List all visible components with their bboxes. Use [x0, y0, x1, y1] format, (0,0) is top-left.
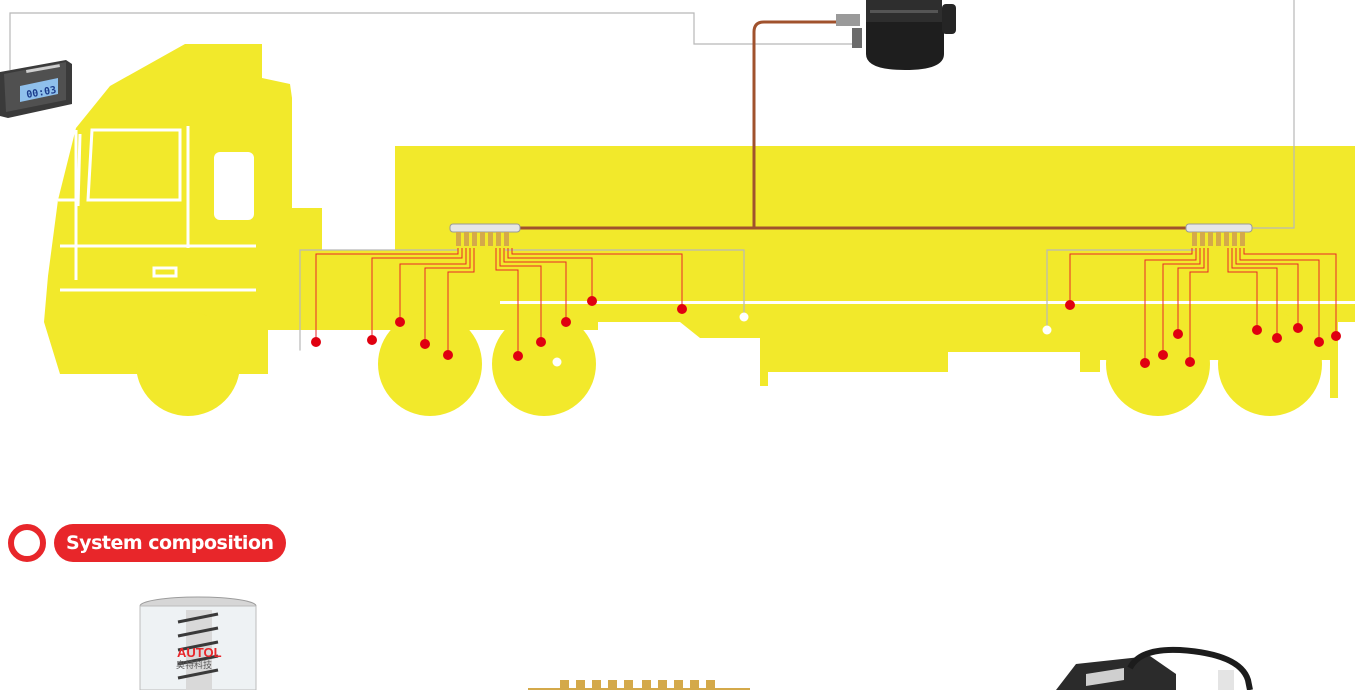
lube-point	[1293, 323, 1303, 333]
controller-display-icon: 00:03	[0, 60, 72, 118]
lube-point	[311, 337, 321, 347]
lube-point	[1173, 329, 1183, 339]
lube-point	[1065, 300, 1075, 310]
trailer-stripe	[500, 301, 1355, 304]
grease-pump-icon	[836, 0, 956, 70]
lube-point	[1185, 357, 1195, 367]
lube-point	[1140, 358, 1150, 368]
reservoir-brand: AUTOL	[177, 645, 222, 660]
section-title: System composition	[54, 524, 286, 562]
truck-silhouette	[44, 44, 1355, 416]
section-ring-icon	[8, 524, 46, 562]
lube-point	[443, 350, 453, 360]
lube-point	[420, 339, 430, 349]
lube-point	[677, 304, 687, 314]
section-header: System composition	[8, 524, 286, 562]
lube-point	[536, 337, 546, 347]
lube-point	[587, 296, 597, 306]
rear-distributor	[1186, 224, 1252, 246]
distributor-block-icon	[528, 680, 750, 690]
lube-point	[1158, 350, 1168, 360]
lube-point	[1272, 333, 1282, 343]
reservoir-brand-cn: 奥特科技	[176, 659, 212, 670]
lube-point	[367, 335, 377, 345]
lube-point	[1331, 331, 1341, 341]
lube-point	[513, 351, 523, 361]
grease-reservoir-icon: AUTOL 奥特科技	[140, 597, 256, 690]
lube-point	[561, 317, 571, 327]
lube-point	[395, 317, 405, 327]
lube-point	[1314, 337, 1324, 347]
lube-point	[1252, 325, 1262, 335]
control-box-icon	[1056, 650, 1250, 690]
